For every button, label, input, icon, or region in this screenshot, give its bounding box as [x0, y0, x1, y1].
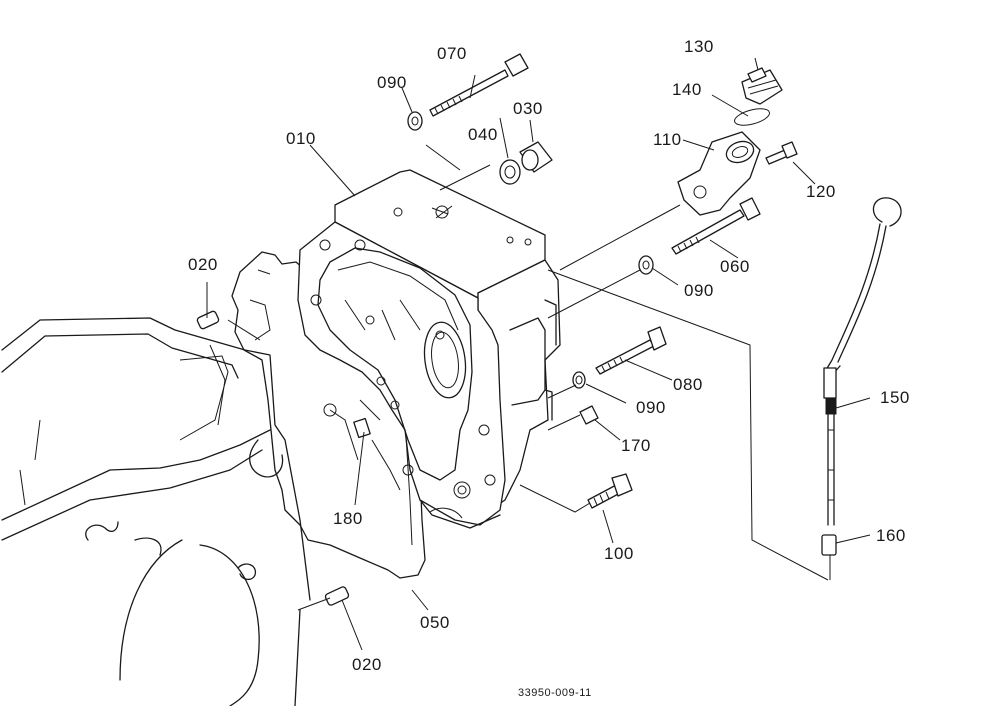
- dowel-pin-020-upper: [196, 310, 220, 330]
- bolt-080: [595, 326, 667, 375]
- oil-seal-040: [499, 159, 521, 185]
- dowel-pin-020-lower: [324, 586, 350, 606]
- engine-block-outline: [1, 317, 311, 706]
- callout-170: 170: [621, 436, 651, 455]
- o-ring-140: [734, 108, 770, 126]
- callout-110: 110: [653, 130, 682, 149]
- plug-170: [579, 405, 599, 425]
- bolt-120: [765, 141, 798, 165]
- callout-040: 040: [468, 125, 498, 144]
- tube-160: [821, 534, 837, 556]
- callout-150: 150: [880, 388, 910, 407]
- callout-080: 080: [673, 375, 703, 394]
- callout-030: 030: [513, 99, 543, 118]
- filler-cap-130: [741, 67, 783, 105]
- drawing-number: 33950-009-11: [518, 687, 592, 699]
- callout-100: 100: [604, 544, 634, 563]
- dipstick-150: [823, 197, 902, 526]
- callout-120: 120: [806, 182, 836, 201]
- callout-130: 130: [684, 37, 714, 56]
- callouts: 070 090 030 040 010 130 140 110 120 060 …: [188, 37, 910, 699]
- callout-070: 070: [437, 44, 467, 63]
- callout-160: 160: [876, 526, 906, 545]
- dowel-pin-180: [353, 417, 371, 439]
- callout-140: 140: [672, 80, 702, 99]
- plug-030: [519, 141, 553, 173]
- bolt-060: [671, 197, 761, 255]
- callout-060: 060: [720, 257, 750, 276]
- callout-090-upper: 090: [377, 73, 407, 92]
- bolt-100: [587, 473, 633, 509]
- washer-090-middle: [638, 255, 654, 275]
- callout-020-lower: 020: [352, 655, 382, 674]
- bolt-070: [429, 53, 529, 117]
- callout-090-middle: 090: [684, 281, 714, 300]
- transmission-housing-010: [297, 169, 561, 529]
- leader-lines: [206, 57, 871, 651]
- callout-050: 050: [420, 613, 450, 632]
- washer-090-lower: [572, 371, 586, 389]
- callout-180: 180: [333, 509, 363, 528]
- callout-090-lower: 090: [636, 398, 666, 417]
- callout-010: 010: [286, 129, 316, 148]
- washer-090-upper: [407, 111, 423, 131]
- elbow-110: [677, 131, 761, 216]
- callout-020-upper: 020: [188, 255, 218, 274]
